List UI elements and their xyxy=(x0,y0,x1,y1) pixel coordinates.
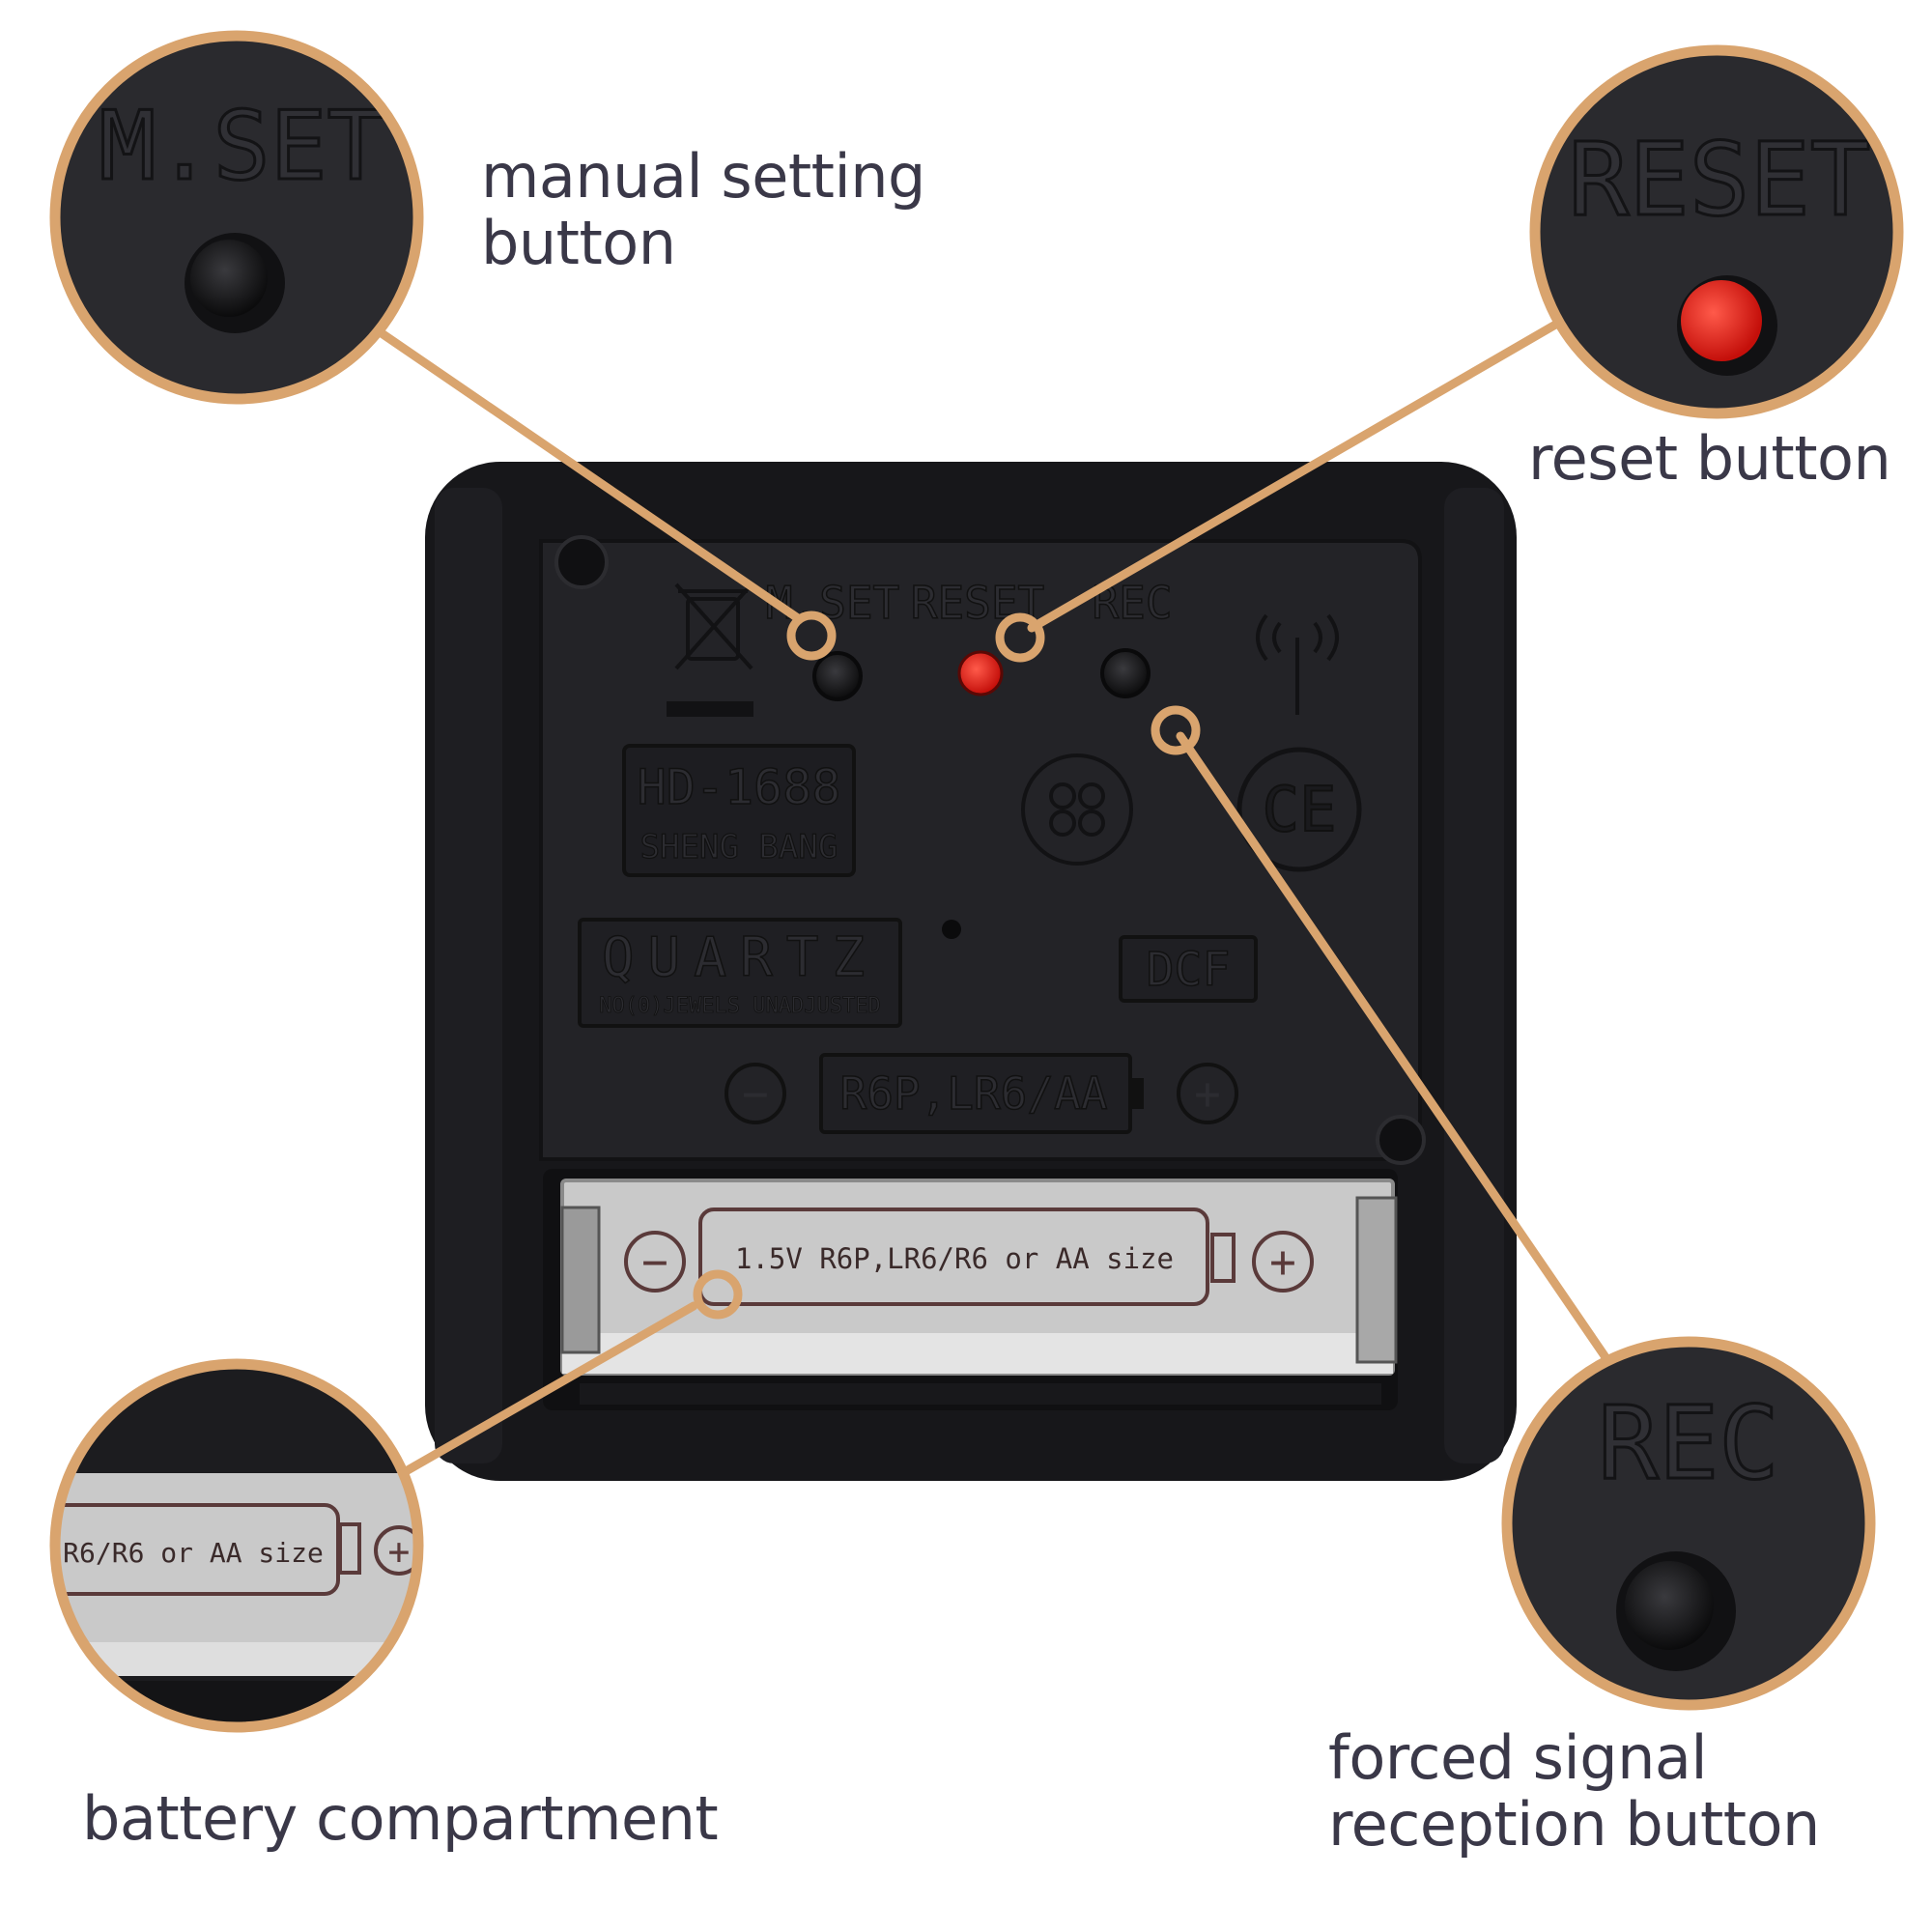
battery-contact-right xyxy=(1355,1196,1398,1364)
battery-compartment: − 1.5V R6P,LR6/R6 or AA size + xyxy=(543,1169,1398,1410)
dcf-text: DCF xyxy=(1147,943,1231,997)
svg-text:+: + xyxy=(1269,1236,1296,1288)
battery-type-text: R6P,LR6/AA xyxy=(840,1067,1108,1120)
zoom-circle-rec: REC xyxy=(1501,1336,1876,1711)
zoom-circle-mset: M.SET xyxy=(49,30,424,405)
minus-terminal-mark xyxy=(724,1063,786,1124)
leader-line-rec xyxy=(1176,731,1610,1362)
plus-terminal-mark xyxy=(1177,1063,1238,1124)
battery-label-text: 1.5V R6P,LR6/R6 or AA size xyxy=(735,1242,1174,1275)
device-label-mset: M.SET xyxy=(766,577,899,629)
leader-line-mset xyxy=(377,328,803,623)
quartz-plate: QUARTZ NO(0)JEWELS UNADJUSTED xyxy=(578,918,902,1028)
svg-text:−: − xyxy=(641,1236,668,1288)
quartz-subtext: NO(0)JEWELS UNADJUSTED xyxy=(599,994,880,1018)
zoom-circle-reset: RESET xyxy=(1529,44,1904,419)
leader-line-battery xyxy=(389,1301,698,1483)
svg-text:−: − xyxy=(742,1067,769,1120)
zoom-text-reset: RESET xyxy=(1568,121,1870,239)
zoom-text-battery: R6/R6 or AA size xyxy=(63,1537,324,1569)
svg-text:CE: CE xyxy=(1262,775,1336,846)
label-forced-signal-reception-button: forced signal reception button xyxy=(1328,1722,1820,1861)
crossed-bin-icon xyxy=(667,582,753,717)
label-battery-compartment: battery compartment xyxy=(82,1783,719,1854)
rec-button[interactable] xyxy=(1100,648,1151,698)
label-manual-setting-button: manual setting button xyxy=(481,141,925,279)
housing-side-rail-left xyxy=(435,488,502,1463)
zoom-circle-battery: R6/R6 or AA size + xyxy=(49,1358,424,1733)
zoom-text-rec: REC xyxy=(1598,1384,1779,1502)
label-reset-button: reset button xyxy=(1528,423,1891,494)
housing-side-rail-right xyxy=(1444,488,1504,1463)
center-pin-hole xyxy=(942,920,961,939)
battery-type-plate: − R6P,LR6/AA + xyxy=(724,1053,1238,1134)
battery-plus-mark xyxy=(1252,1231,1314,1293)
mount-hole-top-left xyxy=(554,535,609,589)
ce-mark: CE xyxy=(1236,747,1362,872)
anchor-ring-mset xyxy=(786,611,837,661)
dcf-plate: DCF xyxy=(1119,935,1258,1003)
model-number: HD-1688 xyxy=(638,759,841,815)
anchor-ring-reset xyxy=(995,612,1045,663)
mount-hole-right xyxy=(1376,1115,1426,1165)
maker-name: SHENG BANG xyxy=(640,828,838,867)
reset-button[interactable] xyxy=(957,650,1004,696)
quartz-text: QUARTZ xyxy=(602,926,878,989)
clock-movement: M.SET RESET REC HD-1688 SHENG BANG xyxy=(425,462,1517,1481)
antenna-icon xyxy=(1256,613,1339,715)
battery-label-box xyxy=(698,1208,1209,1306)
leader-line-reset xyxy=(1027,319,1562,633)
battery-contact-left xyxy=(560,1206,601,1354)
battery-minus-mark xyxy=(624,1231,686,1293)
leader-lines xyxy=(377,319,1610,1483)
anchor-rings xyxy=(693,611,1201,1320)
svg-text:+: + xyxy=(1194,1067,1221,1120)
model-plate: HD-1688 SHENG BANG xyxy=(622,744,856,877)
svg-text:+: + xyxy=(388,1530,411,1573)
zoom-text-mset: M.SET xyxy=(99,92,384,202)
mset-button[interactable] xyxy=(812,651,863,701)
anchor-ring-rec xyxy=(1151,705,1201,755)
anchor-ring-battery xyxy=(693,1269,743,1320)
certification-seal xyxy=(1021,753,1133,866)
